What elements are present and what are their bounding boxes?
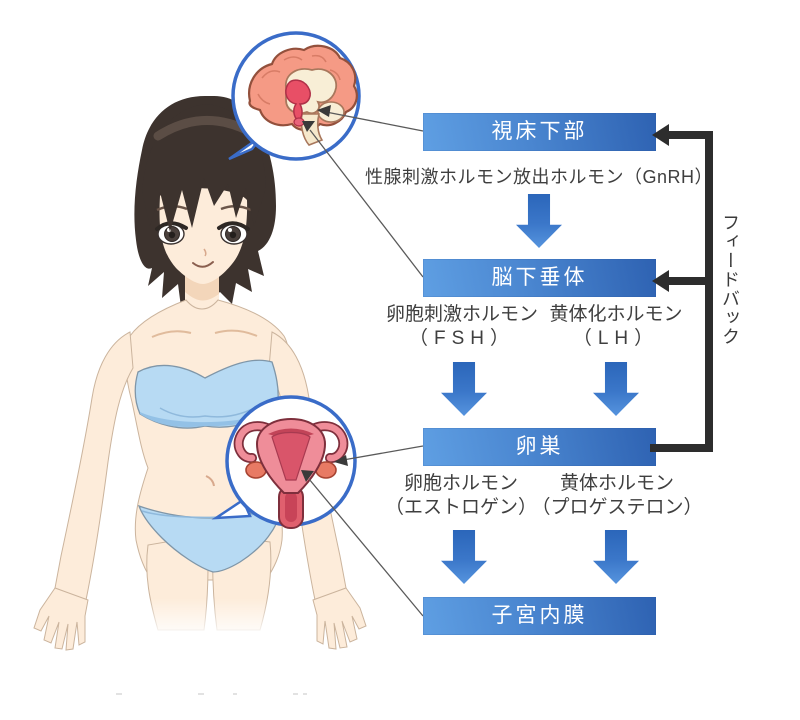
fsh-abbr: （FSH） bbox=[408, 328, 515, 349]
eyes bbox=[155, 221, 250, 245]
hypothalamus bbox=[285, 79, 311, 123]
fsh-name: 卵胞刺激ホルモン bbox=[385, 304, 538, 325]
feedback-label: フィードバック bbox=[720, 213, 740, 346]
feedback-line-vertical bbox=[705, 131, 713, 452]
box-pituitary: 脳下垂体 bbox=[423, 259, 656, 297]
feedback-arrowhead-top bbox=[652, 124, 669, 146]
cerebellum bbox=[317, 101, 345, 123]
connector-lines bbox=[301, 105, 424, 617]
fsh-label: 卵胞刺激ホルモン （FSH） bbox=[377, 303, 547, 351]
gnrh-label: 性腺刺激ホルモン放出ホルモン（GnRH） bbox=[364, 167, 713, 187]
progesterone-label: 黄体ホルモン （プロゲステロン） bbox=[520, 472, 714, 520]
feedback-line-top bbox=[668, 131, 713, 139]
brain-inset bbox=[228, 31, 361, 161]
uterus-inset bbox=[211, 395, 357, 529]
brain-icon bbox=[248, 44, 358, 146]
mouth bbox=[192, 261, 214, 268]
pointer-arrow bbox=[302, 121, 315, 132]
lh-name: 黄体化ホルモン bbox=[549, 304, 683, 325]
feedback-arrowhead-middle bbox=[652, 270, 669, 292]
progesterone-abbr: （プロゲステロン） bbox=[531, 497, 703, 518]
navel bbox=[205, 475, 215, 487]
pointer-arrow bbox=[301, 470, 314, 482]
left-hand bbox=[33, 587, 89, 651]
estrogen-name: 卵胞ホルモン bbox=[403, 473, 518, 494]
uterine-cavity bbox=[271, 431, 311, 481]
woman-figure bbox=[33, 95, 367, 651]
lh-abbr: （LH） bbox=[572, 328, 660, 349]
estrogen-label: 卵胞ホルモン （エストロゲン） bbox=[368, 472, 554, 520]
lh-label: 黄体化ホルモン （LH） bbox=[532, 303, 700, 351]
box-hypothalamus: 視床下部 bbox=[423, 113, 656, 151]
feedback-line-bottom bbox=[650, 444, 713, 452]
estrogen-abbr: （エストロゲン） bbox=[384, 497, 537, 518]
box-endometrium: 子宮内膜 bbox=[423, 597, 656, 635]
face bbox=[155, 188, 252, 284]
progesterone-name: 黄体ホルモン bbox=[559, 473, 674, 494]
nose bbox=[203, 248, 207, 257]
right-hand bbox=[312, 587, 367, 650]
pointer-arrow bbox=[334, 455, 348, 466]
box-ovary: 卵巣 bbox=[423, 428, 656, 466]
pointer-arrow bbox=[317, 105, 331, 117]
uterus-icon bbox=[233, 417, 349, 529]
feedback-line-middle bbox=[668, 277, 713, 285]
bikini-bottom bbox=[137, 501, 284, 573]
leg-fade bbox=[115, 598, 305, 638]
